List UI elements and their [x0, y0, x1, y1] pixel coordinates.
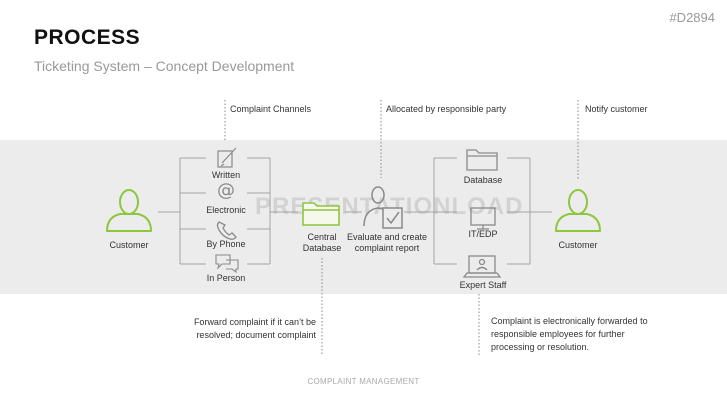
process-band: [0, 140, 727, 294]
slide-code: #D2894: [669, 10, 715, 25]
channel-electronic-label: Electronic: [206, 205, 246, 215]
folder-icon: [302, 202, 340, 226]
page-title: PROCESS: [34, 26, 141, 49]
annotation-forwarded-line1: Complaint is electronically forwarded to: [491, 316, 648, 326]
annotation-forwarded-line3: processing or resolution.: [491, 342, 590, 352]
customer-right-icon: [555, 189, 601, 232]
target-itedp-label: IT/EDP: [468, 229, 498, 239]
page-subtitle: Ticketing System – Concept Development: [34, 58, 295, 74]
channel-phone-label: By Phone: [206, 239, 246, 249]
customer-left-icon: [106, 189, 152, 232]
footer-label: COMPLAINT MANAGEMENT: [307, 377, 420, 386]
annotation-lines: [224, 100, 579, 356]
customer-right-label: Customer: [558, 240, 598, 250]
central-database-label: Central Database: [291, 232, 353, 254]
phone-icon: [216, 221, 237, 240]
customer-left-label: Customer: [109, 240, 149, 250]
annotation-notify: Notify customer: [585, 104, 648, 114]
target-expert-staff-label: Expert Staff: [459, 280, 507, 290]
evaluate-label: Evaluate and create complaint report: [346, 232, 428, 254]
evaluate-line2: complaint report: [354, 243, 420, 253]
annotation-allocated: Allocated by responsible party: [386, 104, 507, 114]
at-sign-icon: @: [217, 180, 235, 201]
evaluate-line1: Evaluate and create: [346, 232, 428, 242]
monitor-icon: [470, 207, 496, 230]
database-folder-icon: [466, 149, 498, 171]
channel-in-person-label: In Person: [206, 273, 246, 283]
annotation-forwarded: Complaint is electronically forwarded to…: [491, 315, 648, 354]
annotation-forward: Forward complaint if it can’t be resolve…: [150, 316, 316, 342]
annotation-complaint-channels: Complaint Channels: [230, 104, 312, 114]
annotation-forward-line1: Forward complaint if it can’t be: [193, 317, 316, 327]
annotation-forwarded-line2: responsible employees for further: [491, 329, 625, 339]
person-check-icon: [363, 186, 403, 229]
connector-lines: [158, 157, 552, 265]
target-database-label: Database: [463, 175, 503, 185]
pencil-icon: [217, 147, 237, 168]
central-database-line2: Database: [302, 243, 342, 253]
channel-written-label: Written: [211, 170, 241, 180]
annotation-forward-line2: resolved; document complaint: [196, 330, 316, 340]
central-database-line1: Central: [307, 232, 337, 242]
laptop-icon: [462, 255, 502, 278]
speech-bubbles-icon: [215, 254, 239, 274]
